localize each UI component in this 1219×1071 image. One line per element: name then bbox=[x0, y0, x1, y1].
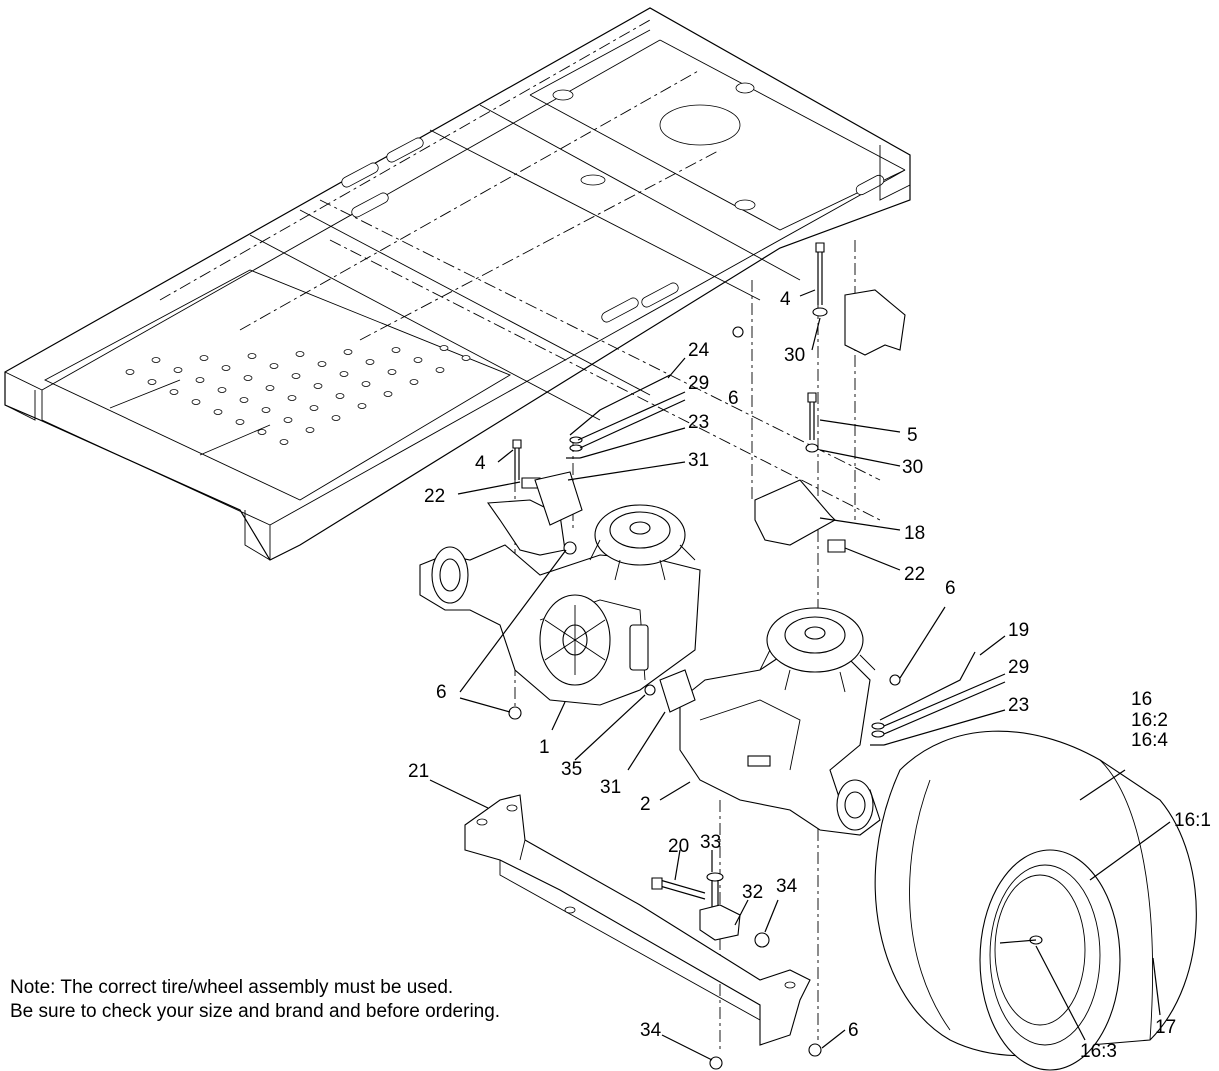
floor-plate-hole bbox=[269, 363, 279, 369]
callout-18: 18 bbox=[904, 523, 925, 544]
callout-1: 1 bbox=[539, 737, 550, 758]
floor-plate-hole bbox=[461, 355, 471, 361]
callout-23: 23 bbox=[688, 412, 709, 433]
callout-32: 32 bbox=[742, 882, 763, 903]
floor-plate-hole bbox=[221, 365, 231, 371]
floor-plate-hole bbox=[339, 371, 349, 377]
floor-plate-hole bbox=[235, 419, 245, 425]
callout-16: 16 bbox=[1131, 689, 1152, 710]
floor-plate-hole bbox=[317, 361, 327, 367]
floor-plate-hole bbox=[125, 369, 135, 375]
floor-plate-holes bbox=[125, 345, 471, 445]
callout-30: 30 bbox=[902, 457, 923, 478]
transaxle-left bbox=[419, 504, 701, 706]
transaxle-right bbox=[644, 607, 976, 836]
floor-plate-hole bbox=[279, 439, 289, 445]
callout-34: 34 bbox=[640, 1020, 662, 1041]
floor-plate-hole bbox=[335, 393, 345, 399]
floor-plate-hole bbox=[409, 379, 419, 385]
floor-plate-hole bbox=[283, 417, 293, 423]
callout-24: 24 bbox=[688, 340, 710, 361]
floor-plate-hole bbox=[195, 377, 205, 383]
callout-2: 2 bbox=[640, 794, 651, 815]
callout-34: 34 bbox=[776, 876, 798, 897]
callout-6: 6 bbox=[728, 388, 739, 409]
callout-4: 4 bbox=[475, 453, 486, 474]
callout-6: 6 bbox=[945, 578, 956, 599]
callout-22: 22 bbox=[904, 564, 925, 585]
callout-20: 20 bbox=[668, 836, 689, 857]
callout-33: 33 bbox=[700, 832, 721, 853]
callout-30: 30 bbox=[784, 345, 805, 366]
callout-35: 35 bbox=[561, 759, 582, 780]
floor-plate-hole bbox=[257, 429, 267, 435]
floor-plate-hole bbox=[217, 387, 227, 393]
floor-plate-hole bbox=[309, 405, 319, 411]
callout-31: 31 bbox=[600, 777, 621, 798]
callout-19: 19 bbox=[1008, 620, 1029, 641]
callout-17: 17 bbox=[1155, 1017, 1176, 1038]
floor-plate-hole bbox=[169, 389, 179, 395]
callout-23: 23 bbox=[1008, 695, 1029, 716]
callout-22: 22 bbox=[424, 486, 445, 507]
hardware-lower bbox=[508, 706, 1162, 1070]
floor-plate-hole bbox=[435, 367, 445, 373]
callout-5: 5 bbox=[907, 425, 918, 446]
hardware-upper bbox=[486, 242, 906, 556]
floor-plate-hole bbox=[243, 375, 253, 381]
floor-plate-hole bbox=[439, 345, 449, 351]
floor-plate-hole bbox=[291, 373, 301, 379]
floor-plate-hole bbox=[265, 385, 275, 391]
callout-16-3: 16:3 bbox=[1080, 1041, 1117, 1062]
assembly-note: Note: The correct tire/wheel assembly mu… bbox=[10, 976, 500, 1024]
floor-plate-hole bbox=[305, 427, 315, 433]
floor-plate-hole bbox=[331, 415, 341, 421]
note-line-1: Note: The correct tire/wheel assembly mu… bbox=[10, 977, 454, 998]
callout-16-2: 16:2 bbox=[1131, 710, 1168, 731]
frame-chassis bbox=[4, 7, 911, 561]
floor-plate-hole bbox=[247, 353, 257, 359]
callout-16-1: 16:1 bbox=[1174, 810, 1211, 831]
floor-plate-hole bbox=[261, 407, 271, 413]
bracket-21 bbox=[464, 794, 811, 1046]
callout-31: 31 bbox=[688, 450, 709, 471]
floor-plate-hole bbox=[343, 349, 353, 355]
floor-plate-hole bbox=[173, 367, 183, 373]
floor-plate-hole bbox=[295, 351, 305, 357]
callout-6: 6 bbox=[848, 1020, 859, 1041]
floor-plate-hole bbox=[387, 369, 397, 375]
floor-plate-hole bbox=[213, 409, 223, 415]
callout-21: 21 bbox=[408, 761, 429, 782]
floor-plate-hole bbox=[365, 359, 375, 365]
floor-plate-hole bbox=[361, 381, 371, 387]
floor-plate-hole bbox=[287, 395, 297, 401]
floor-plate-hole bbox=[151, 357, 161, 363]
floor-plate-hole bbox=[357, 403, 367, 409]
floor-plate-hole bbox=[313, 383, 323, 389]
floor-plate-hole bbox=[191, 399, 201, 405]
callout-29: 29 bbox=[688, 373, 709, 394]
callout-16-4: 16:4 bbox=[1131, 730, 1168, 751]
leader-lines bbox=[429, 289, 1171, 1061]
callout-4: 4 bbox=[780, 289, 791, 310]
tire-wheel-assembly bbox=[874, 730, 1197, 1071]
floor-plate-hole bbox=[391, 347, 401, 353]
callout-labels: 24 29 23 31 4 22 4 30 6 5 30 18 22 6 19 … bbox=[408, 289, 1211, 1062]
callout-29: 29 bbox=[1008, 657, 1029, 678]
floor-plate-hole bbox=[413, 357, 423, 363]
floor-plate-hole bbox=[147, 379, 157, 385]
note-line-2: Be sure to check your size and brand and… bbox=[10, 1001, 501, 1022]
floor-plate-hole bbox=[239, 397, 249, 403]
callout-6: 6 bbox=[436, 682, 447, 703]
floor-plate-hole bbox=[383, 391, 393, 397]
floor-plate-hole bbox=[199, 355, 209, 361]
